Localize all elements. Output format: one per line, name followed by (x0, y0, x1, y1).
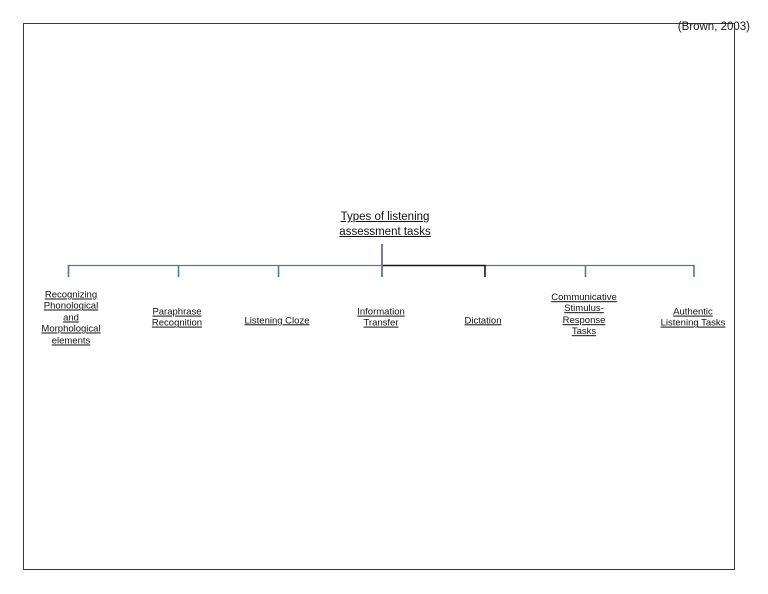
branch-node-listening-cloze: Listening Cloze (229, 315, 325, 326)
root-node-line-2: assessment tasks (339, 225, 431, 238)
branch-label-line-2: Transfer (363, 318, 399, 329)
citation-label: (Brown, 2003) (677, 21, 750, 33)
branch-label-line-1: Dictation (464, 315, 502, 327)
branch-label-line-1: Listening Cloze (244, 315, 310, 327)
branch-label-line-3: Response (562, 315, 606, 326)
branch-label-line-4: Tasks (571, 326, 597, 338)
root-node-types-of-listening-assessment-tasks: Types of listening assessment tasks (320, 210, 450, 239)
branch-node-paraphrase-recognition: Paraphrase Recognition (134, 307, 220, 330)
branch-node-information-transfer: Information Transfer (338, 307, 424, 330)
branch-node-communicative-stimulus-response-tasks: Communicative Stimulus- Response Tasks (534, 292, 634, 338)
branch-label-line-4: Morphological (41, 323, 101, 335)
branch-node-authentic-listening-tasks: Authentic Listening Tasks (643, 307, 743, 330)
branch-label-line-1: Information (357, 306, 405, 318)
branch-label-line-1: Communicative (551, 292, 617, 304)
branch-label-line-2: Phonological (43, 300, 99, 312)
root-node-line-1: Types of listening (340, 211, 430, 223)
branch-label-line-1: Recognizing (44, 289, 98, 301)
branch-label-line-2: Listening Tasks (660, 318, 726, 329)
branch-label-line-1: Authentic (673, 306, 713, 318)
slide-frame (23, 23, 735, 570)
branch-label-line-2: Recognition (151, 318, 203, 329)
branch-node-recognizing-phonological-morphological-elements: Recognizing Phonological and Morphologic… (23, 289, 119, 346)
branch-label-line-2: Stimulus- (564, 303, 604, 315)
branch-label-line-5: elements (51, 335, 91, 347)
branch-node-dictation: Dictation (443, 315, 523, 326)
branch-label-line-1: Paraphrase (152, 306, 202, 318)
branch-label-line-3: and (63, 312, 79, 324)
